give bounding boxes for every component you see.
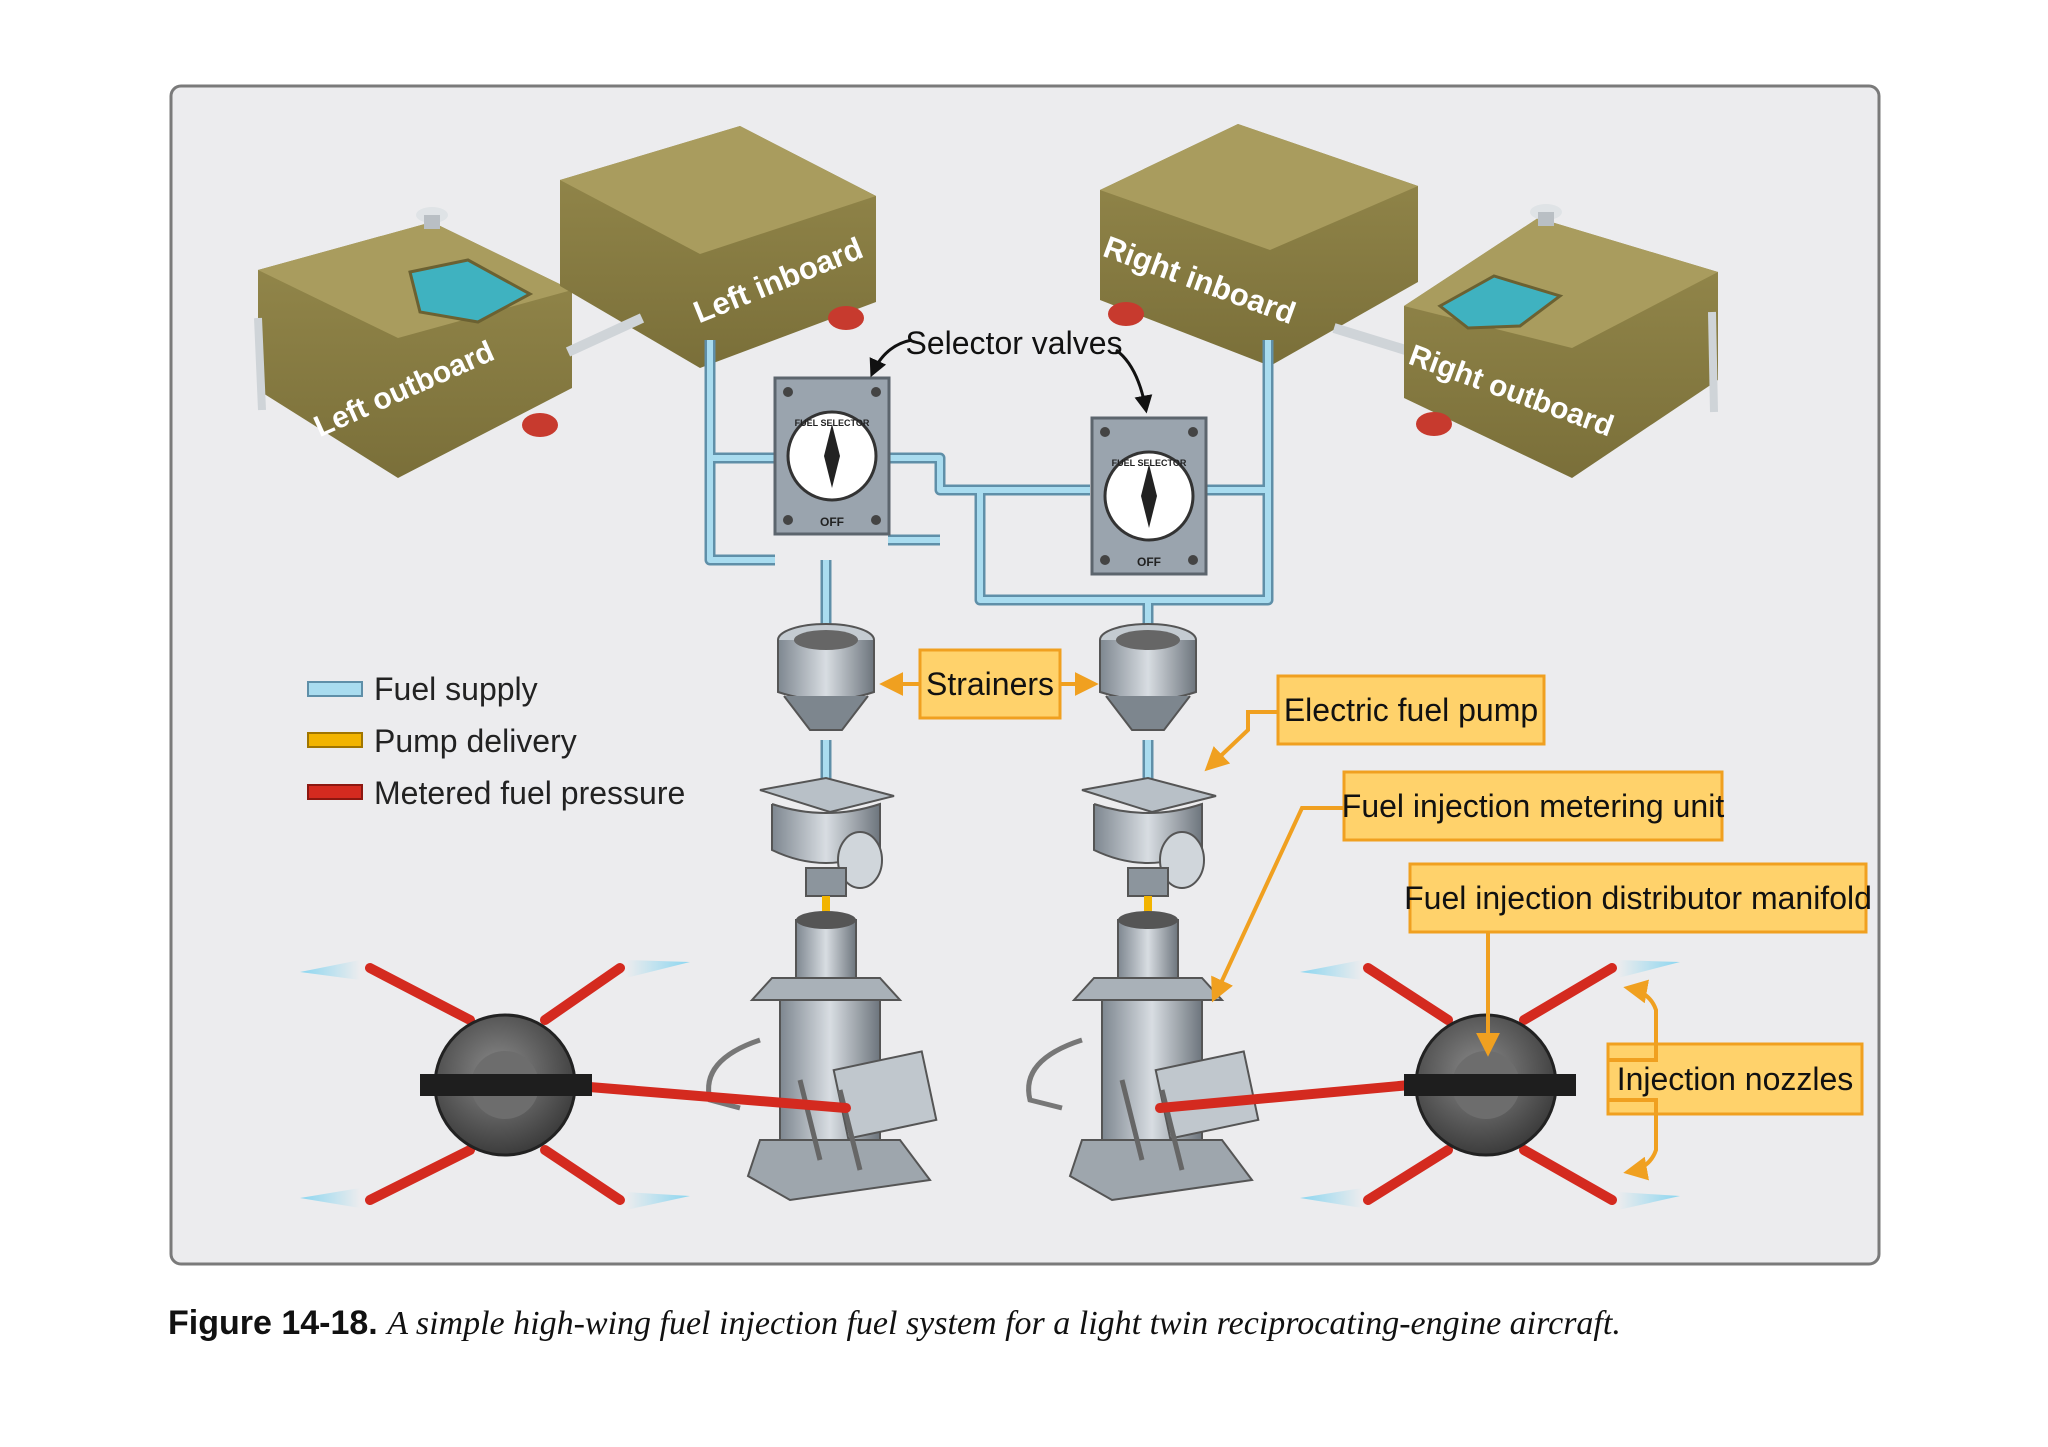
fuel-supply-lines — [704, 340, 1274, 800]
left-metering-unit — [706, 911, 938, 1202]
left-outboard-tank: Left outboard — [254, 207, 572, 478]
callout-injection-nozzles-label: Injection nozzles — [1617, 1061, 1854, 1097]
legend-label-fuel-supply: Fuel supply — [374, 671, 538, 707]
figure-number: Figure 14-18. — [168, 1304, 378, 1342]
right-selector-dial-label: FUEL SELECTOR — [1112, 458, 1187, 468]
left-inboard-tank: Left inboard — [560, 126, 876, 368]
right-strainer — [1099, 623, 1197, 731]
right-inboard-tank: Right inboard — [1099, 124, 1418, 366]
right-distributor-manifold — [1155, 960, 1680, 1210]
legend-label-metered-fuel-pressure: Metered fuel pressure — [374, 775, 685, 811]
callout-injection-nozzles: Injection nozzles — [1606, 979, 1864, 1181]
figure-caption-text: A simple high-wing fuel injection fuel s… — [387, 1305, 1621, 1342]
right-outboard-tank: Right outboard — [1404, 204, 1718, 478]
legend-swatch-pump-delivery — [307, 732, 363, 748]
legend: Fuel supply Pump delivery Metered fuel p… — [307, 671, 685, 811]
selector-valves-arrow-right — [1115, 348, 1153, 414]
callout-selector-valves: Selector valves — [906, 325, 1123, 361]
legend-label-pump-delivery: Pump delivery — [374, 723, 577, 759]
right-electric-fuel-pump — [1081, 776, 1217, 897]
right-selector-off-label: OFF — [1137, 555, 1161, 569]
callout-metering-unit-label: Fuel injection metering unit — [1342, 788, 1725, 824]
selector-valves-arrow-left — [869, 338, 913, 378]
figure-caption: Figure 14-18. A simple high-wing fuel in… — [168, 1304, 1968, 1343]
legend-swatch-metered-fuel-pressure — [307, 784, 363, 800]
right-selector-valve: FUEL SELECTOR OFF — [1090, 416, 1208, 576]
callout-distributor-manifold: Fuel injection distributor manifold — [1404, 862, 1872, 1057]
callout-distributor-manifold-label: Fuel injection distributor manifold — [1404, 880, 1872, 916]
callout-electric-fuel-pump-label: Electric fuel pump — [1284, 692, 1538, 728]
left-strainer — [777, 623, 875, 731]
right-metering-unit — [1026, 911, 1260, 1202]
callout-strainers: Strainers — [879, 648, 1099, 720]
left-selector-dial-label: FUEL SELECTOR — [795, 418, 870, 428]
left-selector-valve: FUEL SELECTOR OFF — [773, 376, 891, 536]
callout-metering-unit: Fuel injection metering unit — [1211, 770, 1725, 1003]
callout-strainers-label: Strainers — [926, 666, 1054, 702]
callout-electric-fuel-pump: Electric fuel pump — [1204, 674, 1546, 772]
left-selector-off-label: OFF — [820, 515, 844, 529]
left-distributor-manifold — [300, 960, 851, 1210]
legend-swatch-fuel-supply — [307, 681, 363, 697]
left-electric-fuel-pump — [759, 776, 895, 897]
